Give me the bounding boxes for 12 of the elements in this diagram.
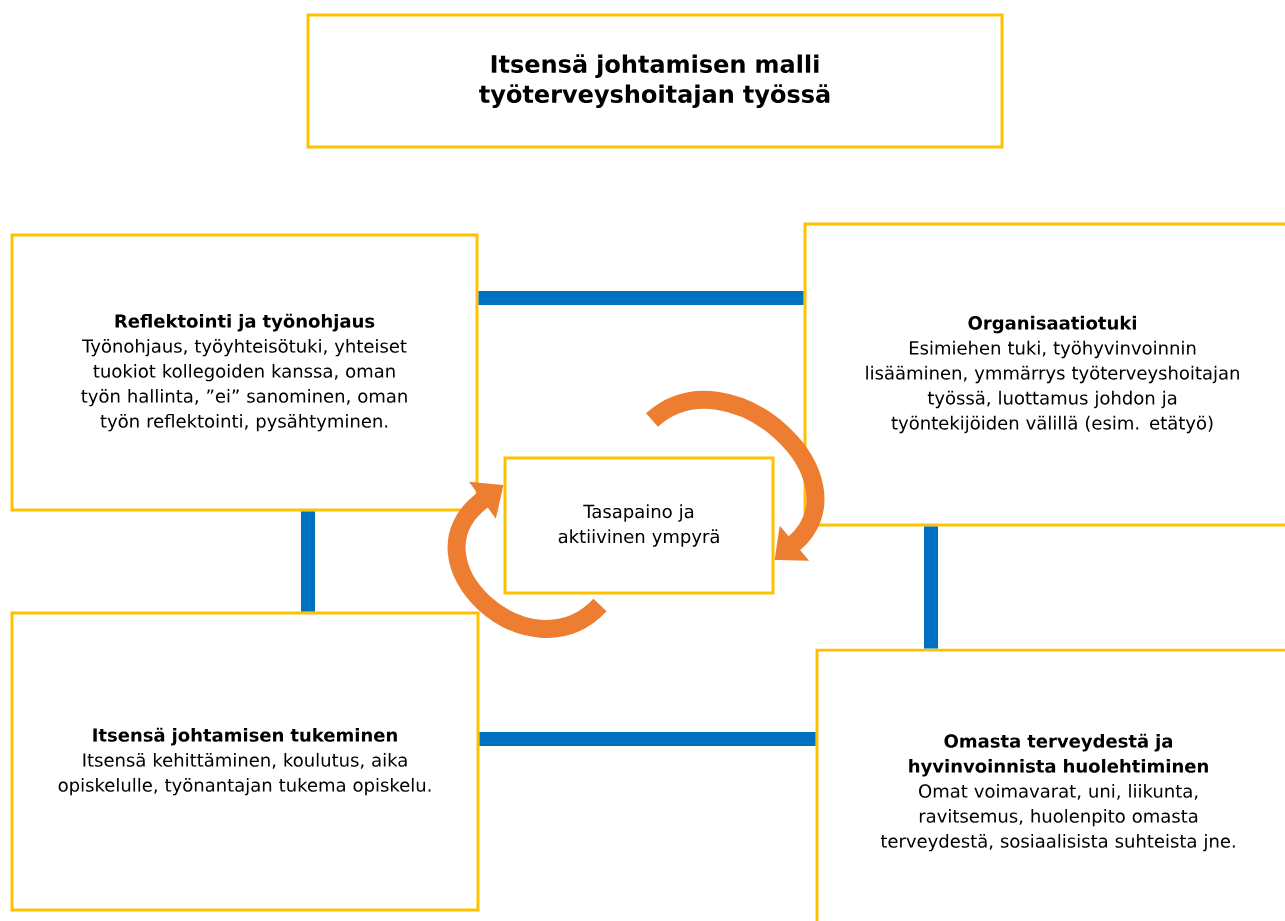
connector-line [479, 732, 816, 746]
topic-box: Itsensä johtamisen tukeminen Itsensä kehittäminen, koulutus, aika opiskelulle, työnantajan tukema opiskelu. [10, 611, 480, 912]
topic-box: Organisaatiotuki Esimiehen tuki, työhyvinvoinnin lisääminen, ymmärrys työterveyshoitajan työssä, luottamus johdon ja työntekijöiden välillä (esim. etätyö) [803, 222, 1285, 527]
topic-box: Reflektointi ja työnohjaus Työnohjaus, työyhteisötuki, yhteiset tuokiot kollegoiden kanssa, oman työn hallinta, ”ei” sanominen, oman työn reflektointi, pysähtyminen. [10, 233, 479, 512]
connector-line [478, 291, 804, 305]
topic-box: Omasta terveydestä ja hyvinvoinnista huolehtiminen Omat voimavarat, uni, liikunta, ravitsemus, huolenpito omasta terveydestä, sosiaalisista suhteista jne. [815, 648, 1285, 921]
curved-arrow [447, 481, 606, 638]
center-box: Tasapaino ja aktiivinen ympyrä [503, 456, 775, 595]
connector-line [301, 511, 315, 612]
connector-line [924, 526, 938, 649]
title-box: Itsensä johtamisen malli työterveyshoitajan työssä [306, 13, 1004, 149]
curved-arrow [647, 391, 824, 561]
